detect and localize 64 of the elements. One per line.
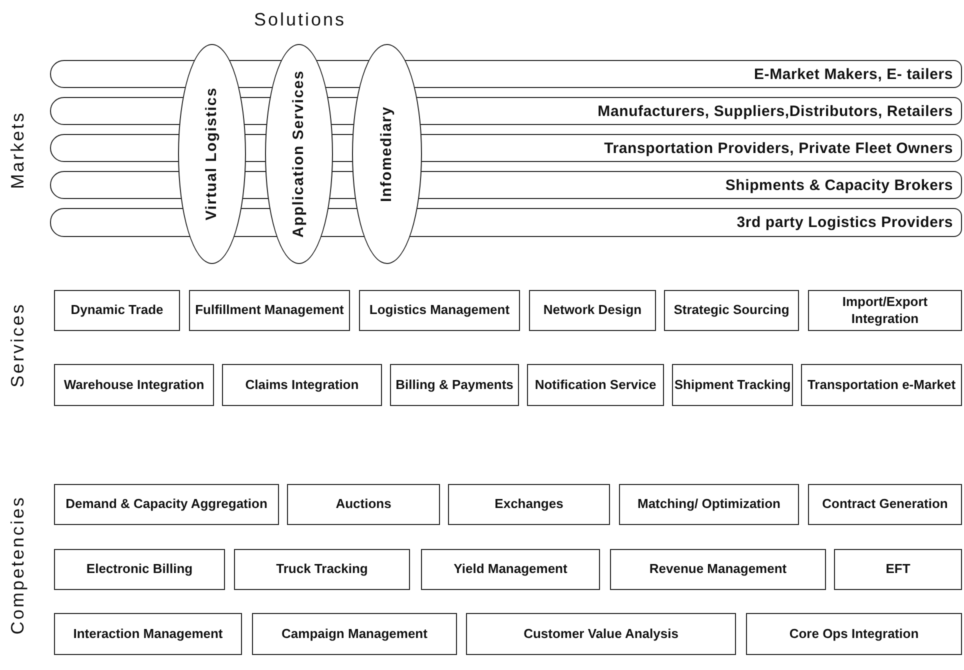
- solution-label: Application Services: [290, 70, 308, 238]
- capability-label: Fulfillment Management: [195, 302, 344, 319]
- capability-box: [466, 613, 736, 655]
- capability-label: Notification Service: [534, 376, 656, 394]
- solution-label: Virtual Logistics: [203, 87, 221, 221]
- capability-box: [421, 549, 600, 590]
- capability-box: [189, 290, 350, 331]
- capability-box: [54, 549, 225, 590]
- capability-label: Contract Generation: [822, 496, 948, 513]
- capability-box: [808, 290, 962, 331]
- capability-box: [746, 613, 962, 655]
- capability-box: [252, 613, 457, 655]
- capability-box: [54, 290, 180, 331]
- capability-box: [610, 549, 826, 590]
- market-label: Shipments & Capacity Brokers: [725, 176, 953, 194]
- section-heading: Competencies: [8, 495, 28, 635]
- market-label: 3rd party Logistics Providers: [736, 214, 953, 231]
- capability-label: Import/Export Integration: [841, 294, 929, 328]
- market-label: Manufacturers, Suppliers,Distributors, Retailers: [598, 102, 953, 120]
- capability-box: [808, 484, 962, 525]
- section-heading: Services: [8, 302, 28, 388]
- capability-box: [619, 484, 799, 525]
- capability-label: Shipment Tracking: [674, 376, 791, 394]
- capability-label: Yield Management: [454, 561, 568, 578]
- capability-label: Revenue Management: [649, 561, 787, 578]
- market-label: Transportation Providers, Private Fleet Owners: [604, 140, 953, 156]
- capability-label: Network Design: [543, 302, 642, 319]
- capability-box: [527, 364, 664, 406]
- capability-label: Core Ops Integration: [789, 626, 919, 642]
- capability-label: Demand & Capacity Aggregation: [66, 496, 268, 513]
- capability-box: [54, 613, 242, 655]
- capability-box: [222, 364, 382, 406]
- capability-label: Interaction Management: [73, 626, 223, 642]
- capability-label: Claims Integration: [245, 376, 359, 394]
- capability-label: Customer Value Analysis: [524, 626, 678, 642]
- capability-label: Auctions: [336, 496, 392, 513]
- solution-label: Infomediary: [378, 106, 396, 202]
- capability-label: Warehouse Integration: [64, 376, 204, 394]
- capability-label: Truck Tracking: [276, 561, 368, 578]
- capability-box: [834, 549, 962, 590]
- capability-label: Billing & Payments: [396, 376, 514, 394]
- capability-box: [390, 364, 519, 406]
- capability-box: [234, 549, 410, 590]
- capability-box: [448, 484, 610, 525]
- capability-label: Transportation e-Market: [807, 376, 956, 394]
- capability-label: Matching/ Optimization: [638, 496, 780, 513]
- capability-label: Logistics Management: [369, 302, 510, 319]
- capability-box: [672, 364, 793, 406]
- capability-box: [54, 364, 214, 406]
- capability-box: [529, 290, 656, 331]
- capability-label: Dynamic Trade: [70, 302, 164, 319]
- section-heading: Markets: [8, 111, 28, 189]
- capability-box: [664, 290, 799, 331]
- capability-box: [359, 290, 520, 331]
- capability-box: [801, 364, 962, 406]
- capability-label: EFT: [886, 561, 910, 578]
- capability-label: Strategic Sourcing: [674, 302, 790, 319]
- capability-box: [54, 484, 279, 525]
- capability-box: [287, 484, 440, 525]
- capability-label: Campaign Management: [282, 626, 428, 642]
- capability-label: Electronic Billing: [86, 561, 193, 578]
- capability-label: Exchanges: [494, 496, 564, 513]
- market-label: E-Market Makers, E- tailers: [754, 66, 953, 82]
- section-heading: Solutions: [254, 10, 346, 30]
